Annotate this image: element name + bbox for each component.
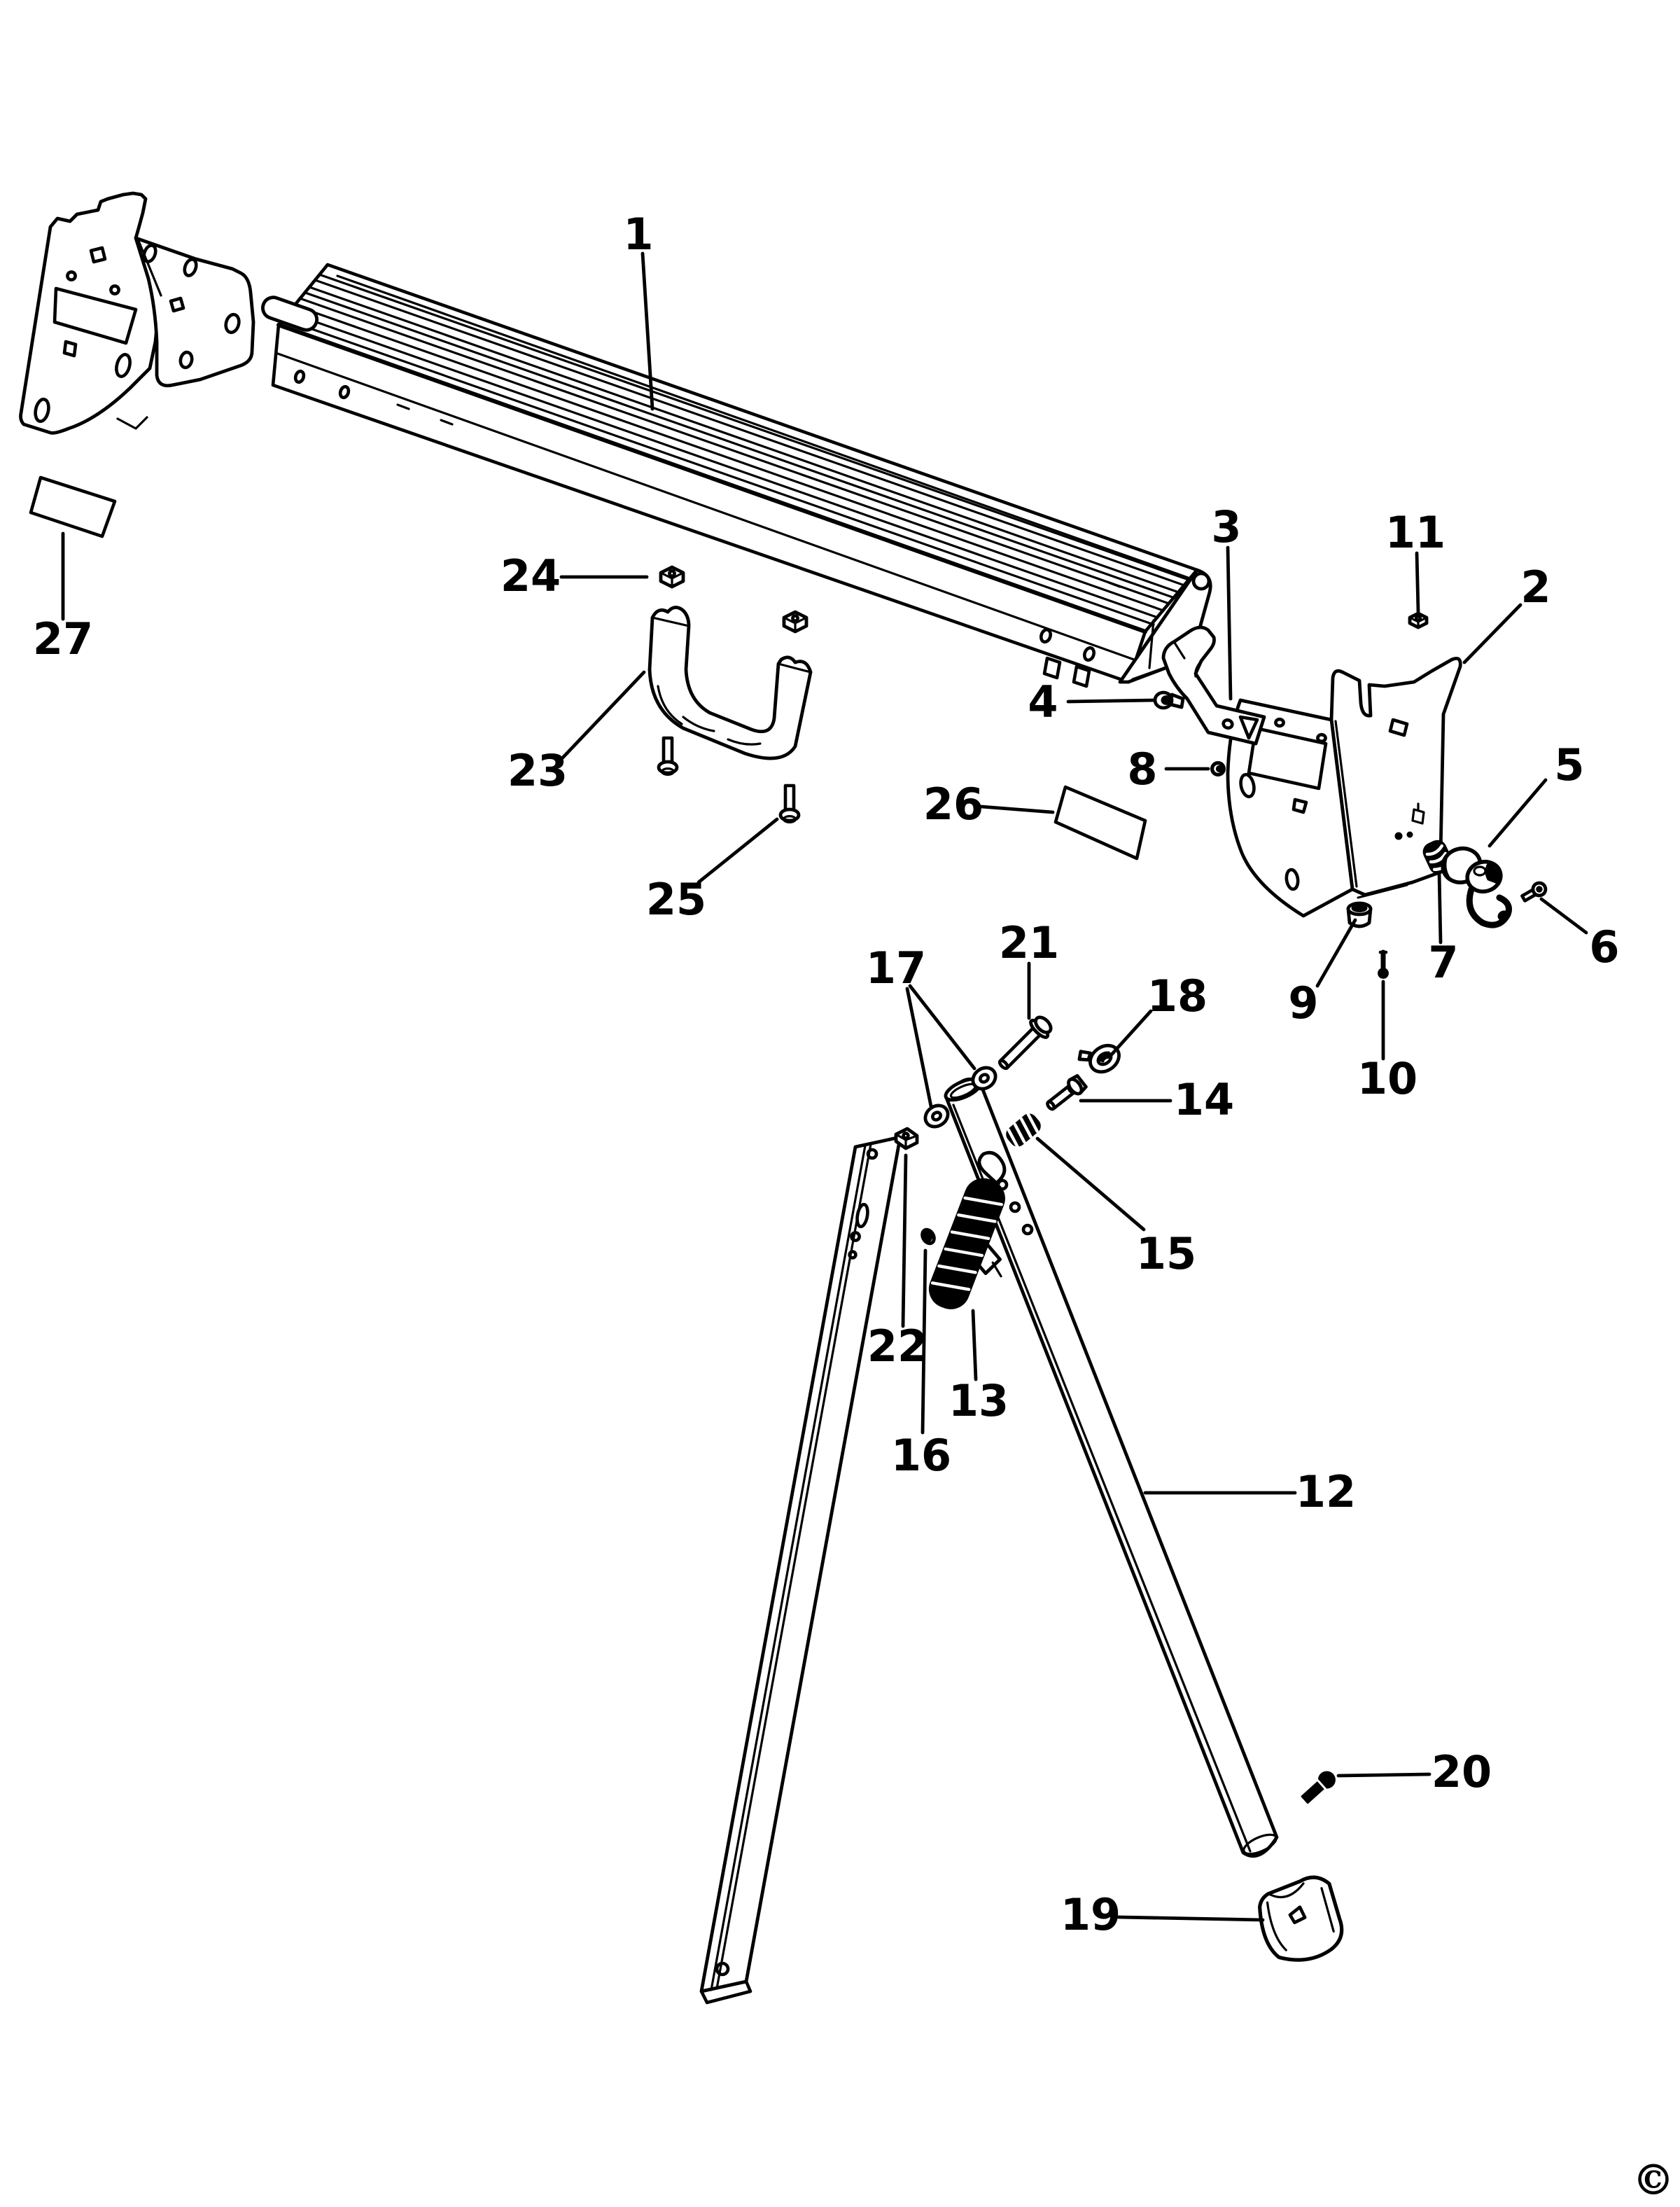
callout-7: 7 — [1428, 937, 1458, 988]
callout-8: 8 — [1127, 744, 1157, 795]
leader-1 — [640, 251, 654, 411]
leader-17 — [905, 984, 976, 1108]
bolt-part-14 — [1046, 1074, 1088, 1111]
callout-17: 17 — [866, 942, 926, 994]
callout-3: 3 — [1211, 501, 1241, 552]
leader-5 — [1488, 778, 1548, 848]
leader-6 — [1539, 897, 1588, 935]
leader-16 — [920, 1248, 927, 1435]
callout-labels: 1 2 3 4 5 6 7 8 9 10 11 12 13 14 15 16 1… — [33, 209, 1620, 1940]
washer-part-17b — [923, 1104, 950, 1129]
callout-22: 22 — [867, 1321, 927, 1372]
callout-1: 1 — [623, 209, 653, 260]
leader-22 — [901, 1153, 908, 1328]
beam-rail-part-1 — [261, 263, 1212, 688]
callout-6: 6 — [1589, 921, 1619, 973]
screw-part-10 — [1378, 949, 1389, 979]
washer-part-17a — [971, 1066, 997, 1091]
left-leg — [699, 1135, 902, 2005]
callout-26: 26 — [923, 779, 983, 830]
callout-4: 4 — [1028, 676, 1058, 727]
beam-left-end-cap — [261, 295, 318, 332]
callout-11: 11 — [1385, 507, 1446, 558]
screw-part-25a — [657, 736, 679, 776]
bolt-part-6 — [1520, 881, 1548, 903]
leader-19 — [1116, 1915, 1265, 1922]
screw-part-4 — [1153, 690, 1185, 710]
wing-washer-part-18 — [1077, 1043, 1121, 1074]
bolt-part-21 — [997, 1015, 1053, 1071]
callout-10: 10 — [1357, 1053, 1418, 1104]
callout-21: 21 — [999, 917, 1059, 968]
leader-18 — [1110, 1009, 1153, 1057]
leader-4 — [1066, 698, 1157, 704]
screw-part-20 — [1301, 1771, 1336, 1804]
leader-9 — [1315, 918, 1357, 988]
leader-7 — [1437, 870, 1443, 945]
callout-13: 13 — [948, 1375, 1009, 1426]
square-nut-part-24a — [659, 565, 685, 589]
leader-3 — [1226, 545, 1233, 701]
screw-part-16 — [920, 1227, 936, 1246]
callout-5: 5 — [1554, 739, 1584, 791]
callout-12: 12 — [1296, 1466, 1356, 1517]
handle-part-13 — [928, 1150, 1007, 1309]
cap-part-9 — [1346, 901, 1373, 928]
square-nut-part-24b — [782, 610, 808, 634]
leader-15 — [1035, 1136, 1146, 1232]
left-end-bracket — [19, 191, 255, 435]
callout-9: 9 — [1288, 977, 1318, 1029]
label-sticker-part-27 — [29, 475, 117, 538]
leader-2 — [1462, 603, 1522, 664]
spring-part-15 — [1006, 1112, 1041, 1150]
leader-lines — [61, 251, 1588, 1922]
callout-16: 16 — [891, 1430, 951, 1481]
label-sticker-part-26 — [1054, 785, 1147, 861]
right-leg-part-12 — [944, 1077, 1279, 1858]
callout-27: 27 — [33, 613, 93, 664]
callout-2: 2 — [1520, 562, 1550, 613]
screw-part-8 — [1210, 760, 1226, 777]
leader-11 — [1415, 551, 1420, 614]
callout-15: 15 — [1136, 1228, 1196, 1279]
callout-18: 18 — [1147, 970, 1208, 1022]
nut-part-11 — [1408, 611, 1429, 629]
callout-23: 23 — [507, 745, 568, 796]
screw-part-25b — [778, 784, 801, 823]
leader-20 — [1336, 1772, 1432, 1778]
leader-13 — [971, 1309, 978, 1381]
nut-part-22 — [894, 1127, 919, 1150]
copyright-mark: © — [1632, 2156, 1674, 2205]
right-end-bracket-part-2 — [1226, 656, 1462, 918]
u-bracket-part-23 — [648, 606, 813, 760]
callout-14: 14 — [1174, 1074, 1234, 1125]
foot-cap-part-19 — [1258, 1875, 1344, 1962]
clamp-part-5 — [1441, 846, 1512, 928]
leader-23 — [561, 670, 646, 760]
callout-25: 25 — [646, 874, 706, 925]
callout-24: 24 — [500, 550, 561, 601]
leader-25 — [696, 817, 779, 884]
leader-26 — [979, 805, 1055, 814]
bracket-arm-part-3 — [1161, 625, 1266, 746]
callout-19: 19 — [1060, 1889, 1121, 1940]
callout-20: 20 — [1432, 1746, 1492, 1797]
